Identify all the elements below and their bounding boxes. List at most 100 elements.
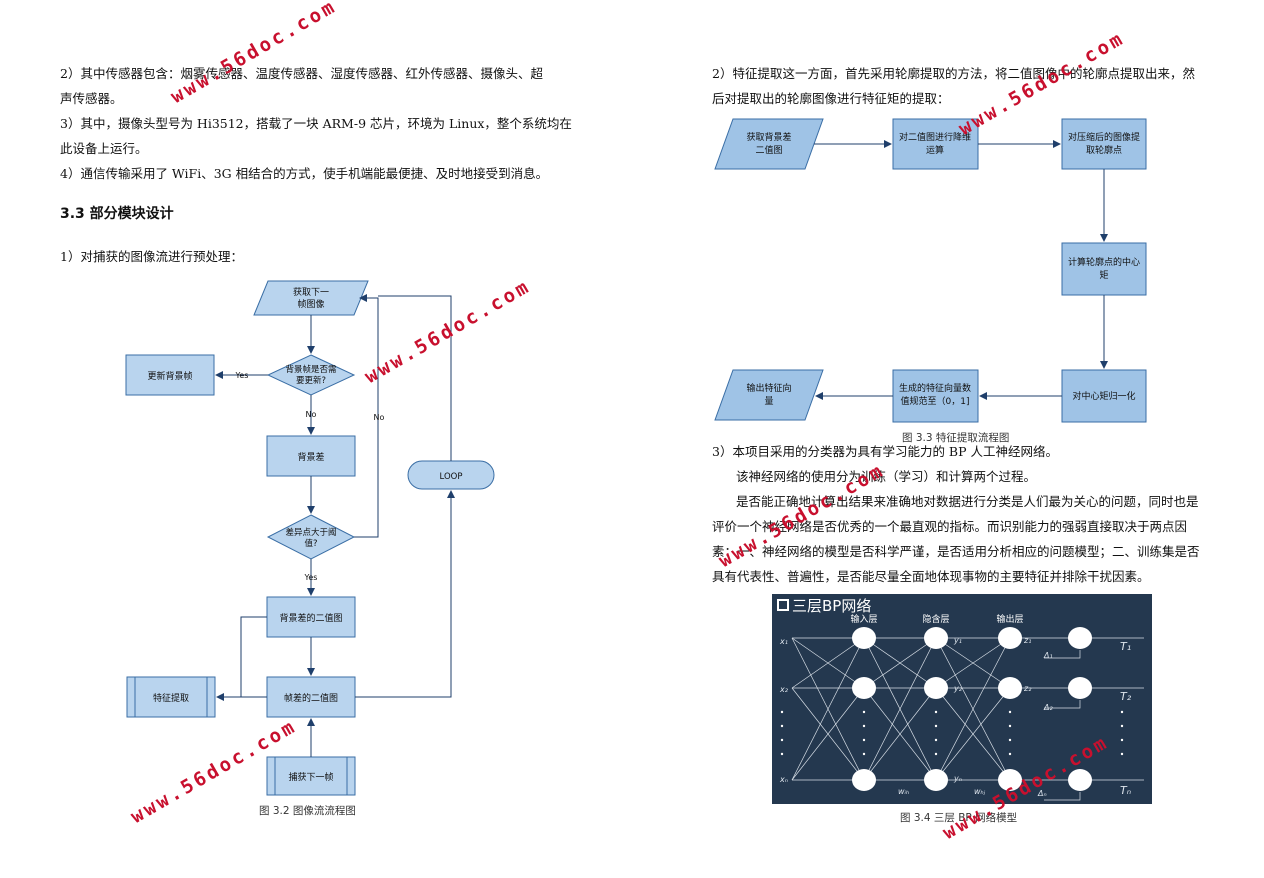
xn-label: xₙ xyxy=(779,775,788,784)
bp-title-square-icon xyxy=(777,599,789,611)
deltan-label: Δₙ xyxy=(1037,789,1047,798)
fe-node-5 xyxy=(1061,369,1147,423)
bp-ellipsis-dot xyxy=(1008,724,1012,728)
fe-node-3 xyxy=(1061,118,1147,170)
output-layer-label: 输出层 xyxy=(996,613,1023,625)
whj-label: wₕⱼ xyxy=(974,787,986,796)
input-layer-label: 输入层 xyxy=(850,613,877,625)
get-frame-label-2: 帧图像 xyxy=(297,298,324,310)
fe-node-3-label-2: 取轮廓点 xyxy=(1086,144,1122,156)
x1-label: x₁ xyxy=(779,637,788,646)
feature-node xyxy=(126,676,216,718)
paragraph-classifier: 3）本项目采用的分类器为具有学习能力的 BP 人工神经网络。 xyxy=(712,444,1058,459)
fe-node-2-label-2: 运算 xyxy=(926,144,944,156)
bp-ellipsis-dot xyxy=(862,738,866,742)
fe-node-6-label-2: 值规范至（0，1] xyxy=(901,395,970,407)
paragraph-accuracy-1: 是否能正确地计算出结果来准确地对数据进行分类是人们最为关心的问题，同时也是 xyxy=(736,494,1199,509)
bg-binary-label: 背景差的二值图 xyxy=(279,612,342,624)
figure-3-2-caption: 图 3.2 图像流流程图 xyxy=(259,805,356,817)
capture-label: 捕获下一帧 xyxy=(288,771,333,783)
yn-label: yₙ xyxy=(953,774,962,783)
bp-neuron xyxy=(924,677,948,699)
frame-binary-label: 帧差的二值图 xyxy=(284,692,338,704)
tn-label: Tₙ xyxy=(1120,784,1131,797)
figure-3-3-flowchart: 获取背景差 二值图 对二值图进行降维 运算 对压缩后的图像提 取轮廓点 计算轮廓… xyxy=(714,118,1147,423)
bp-neuron xyxy=(998,769,1022,791)
decision-update-node xyxy=(266,354,356,396)
paragraph-accuracy-4: 具有代表性、普遍性，是否能尽量全面地体现事物的主要特征并排除干扰因素。 xyxy=(712,569,1150,584)
update-bg-label: 更新背景帧 xyxy=(147,370,192,382)
fe-node-7 xyxy=(714,369,824,421)
bp-neuron xyxy=(924,769,948,791)
watermark-1: www.56doc.com xyxy=(167,0,341,108)
bp-ellipsis-dot xyxy=(862,752,866,756)
paragraph-accuracy-3: 素：一、神经网络的模型是否科学严谨，是否适用分析相应的问题模型；二、训练集是否 xyxy=(712,544,1200,559)
bp-ellipsis-dot xyxy=(934,710,938,714)
bp-neuron xyxy=(924,627,948,649)
paragraph-preprocess: 1）对捕获的图像流进行预处理： xyxy=(60,249,243,264)
paragraph-comm: 4）通信传输采用了 WiFi、3G 相结合的方式，使手机端能最便捷、及时地接受到… xyxy=(60,166,549,181)
bp-ellipsis-dot xyxy=(1008,752,1012,756)
fe-node-1-label-1: 获取背景差 xyxy=(746,131,791,143)
fe-node-5-label: 对中心矩归一化 xyxy=(1072,390,1135,402)
no-label-2: No xyxy=(374,413,385,422)
paragraph-sensors-cont: 声传感器。 xyxy=(60,91,123,106)
bp-ellipsis-dot xyxy=(862,710,866,714)
bp-ellipsis-dot xyxy=(780,752,784,756)
fe-node-1-label-2: 二值图 xyxy=(755,144,782,156)
decision-update-label-2: 要更新? xyxy=(296,375,326,386)
paragraph-accuracy-2: 评价一个神经网络是否优秀的一个最直观的指标。而识别能力的强弱直接取决于两点因 xyxy=(712,519,1188,534)
decision-threshold-label-2: 值? xyxy=(304,538,317,549)
delta2-label: Δ₂ xyxy=(1043,703,1053,712)
bp-ellipsis-dot xyxy=(934,724,938,728)
capture-node xyxy=(266,756,356,796)
bp-ellipsis-dot xyxy=(1120,752,1124,756)
bp-neuron xyxy=(998,677,1022,699)
paragraph-feature-extract-cont: 后对提取出的轮廓图像进行特征矩的提取： xyxy=(712,91,950,106)
bp-neuron xyxy=(852,769,876,791)
paragraph-feature-extract: 2）特征提取这一方面，首先采用轮廓提取的方法，将二值图像中的轮廓点提取出来，然 xyxy=(712,66,1195,81)
fe-node-3-label-1: 对压缩后的图像提 xyxy=(1068,131,1140,143)
fe-node-1 xyxy=(714,118,824,170)
wih-label: wᵢₕ xyxy=(898,787,909,796)
t1-label: T₁ xyxy=(1120,640,1131,653)
y2-label: y₂ xyxy=(953,684,963,693)
no-label-1: No xyxy=(306,410,317,419)
bp-title: 三层BP网络 xyxy=(792,597,871,615)
fe-node-2-label-1: 对二值图进行降维 xyxy=(899,131,971,143)
fe-node-4-label-2: 矩 xyxy=(1099,269,1108,281)
frame-binary-node xyxy=(266,676,356,718)
z2-label: z₂ xyxy=(1023,684,1032,693)
paragraph-camera-cont: 此设备上运行。 xyxy=(60,141,148,156)
figure-3-3-caption: 图 3.3 特征提取流程图 xyxy=(902,432,1010,444)
bp-neuron xyxy=(852,677,876,699)
z1-label: z₁ xyxy=(1023,636,1031,645)
get-frame-node xyxy=(253,280,369,316)
bp-ellipsis-dot xyxy=(1008,710,1012,714)
fe-node-2 xyxy=(892,118,979,170)
update-bg-node xyxy=(125,354,215,396)
bg-diff-label: 背景差 xyxy=(297,451,324,463)
decision-threshold-label-1: 差异点大于阈 xyxy=(285,527,336,538)
figure-3-4-caption: 图 3.4 三层 BP 网络模型 xyxy=(900,812,1018,824)
loop-label: LOOP xyxy=(440,472,463,482)
t2-label: T₂ xyxy=(1120,690,1132,703)
bp-ellipsis-dot xyxy=(934,738,938,742)
bp-ellipsis-dot xyxy=(934,752,938,756)
bp-neuron xyxy=(998,627,1022,649)
bp-ellipsis-dot xyxy=(780,738,784,742)
bp-ellipsis-dot xyxy=(862,724,866,728)
decision-update-label-1: 背景帧是否需 xyxy=(285,364,336,375)
figure-3-2-flowchart: 获取下一 帧图像 更新背景帧 Yes 背景帧是否需 要更新? No 背景差 No… xyxy=(125,280,495,796)
fe-node-4-label-1: 计算轮廓点的中心 xyxy=(1068,256,1140,268)
fe-node-4 xyxy=(1061,242,1147,296)
bp-ellipsis-dot xyxy=(1008,738,1012,742)
fe-node-7-label-1: 输出特征向 xyxy=(746,382,791,394)
delta1-label: Δ₁ xyxy=(1043,651,1053,660)
bp-neuron xyxy=(1068,677,1092,699)
paragraph-camera: 3）其中，摄像头型号为 Hi3512，搭载了一块 ARM-9 芯片，环境为 Li… xyxy=(60,116,572,131)
bp-ellipsis-dot xyxy=(1120,738,1124,742)
fe-node-6 xyxy=(892,369,979,423)
feature-label: 特征提取 xyxy=(153,692,189,704)
x2-label: x₂ xyxy=(779,685,789,694)
